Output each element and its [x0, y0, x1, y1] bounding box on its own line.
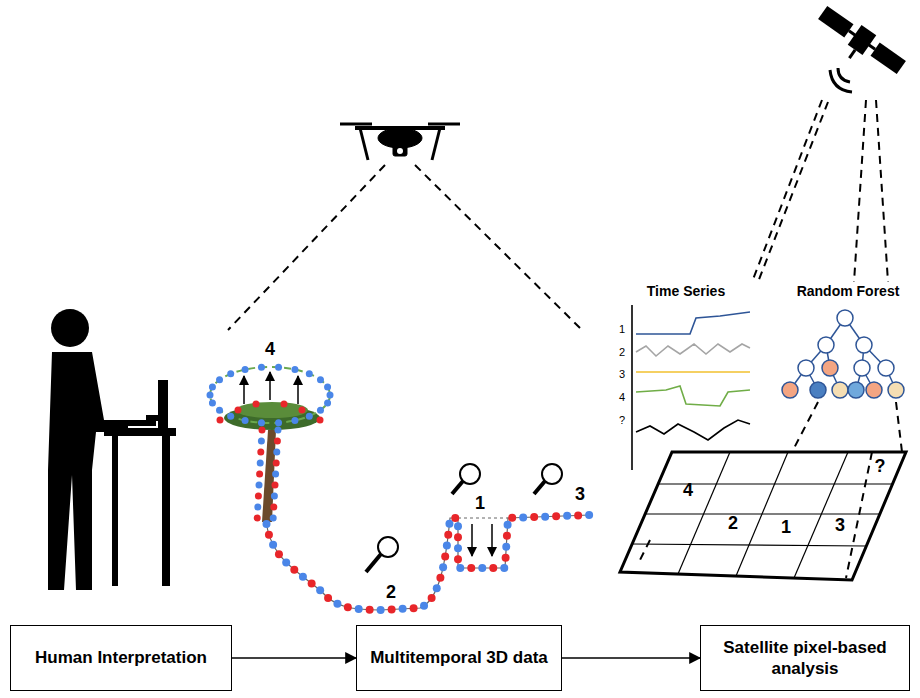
callout-number: 1: [619, 324, 625, 335]
flow-arrow: [562, 657, 700, 659]
point-cloud: [207, 364, 594, 614]
callout-number: ?: [619, 415, 625, 426]
magnifiers: [366, 464, 562, 572]
drone: [340, 124, 460, 160]
callout-number: 3: [575, 485, 585, 503]
satellite-view-lines: [752, 100, 888, 282]
random-forest-tree: [782, 310, 904, 398]
callout-number: 2: [386, 583, 396, 601]
callout-number: 3: [619, 369, 625, 380]
pixel-grid: [620, 452, 906, 580]
callout-number: 2: [619, 347, 625, 358]
callout-number: 4: [265, 340, 275, 358]
callout-number: 4: [619, 392, 625, 403]
callout-number: 1: [475, 494, 485, 512]
process-box: Multitemporal 3D data: [356, 625, 562, 691]
signal-waves: [830, 68, 852, 92]
callout-number: ?: [875, 457, 886, 475]
panel-title: Random Forest: [797, 284, 900, 298]
process-box: Human Interpretation: [10, 625, 232, 691]
terrain-surface: [266, 515, 590, 610]
callout-number: 4: [683, 481, 693, 499]
panel-title: Time Series: [647, 284, 725, 298]
callout-number: 3: [835, 516, 845, 534]
satellite: [810, 3, 908, 86]
box-label: Satellite pixel-based analysis: [711, 637, 899, 680]
callout-number: 2: [728, 514, 738, 532]
tree: [210, 367, 330, 522]
box-label: Multitemporal 3D data: [370, 647, 548, 668]
time-series-chart: [632, 305, 750, 470]
box-label: Human Interpretation: [35, 647, 207, 668]
process-box: Satellite pixel-based analysis: [700, 625, 910, 691]
callout-number: 1: [781, 518, 791, 536]
old-surface: [458, 518, 508, 519]
flow-arrow: [232, 657, 356, 659]
person-at-desk: [48, 309, 176, 590]
drone-view-lines: [228, 165, 580, 330]
change-arrows: [472, 524, 492, 556]
